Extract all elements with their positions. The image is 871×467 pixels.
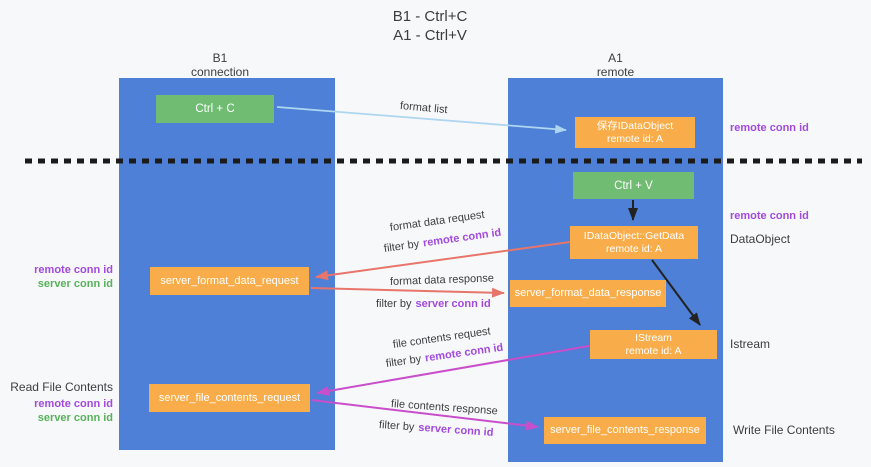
node-ctrl-v: Ctrl + V (573, 172, 694, 199)
node-istream: IStream remote id: A (590, 330, 717, 359)
lane-left-subtitle: connection (190, 65, 250, 79)
node-save-idataobject-line1: 保存IDataObject (596, 119, 674, 132)
filter-by-text: filter by (376, 298, 412, 310)
getdata-to-istream-arrow (651, 259, 701, 326)
annotation-remote-conn-id-top: remote conn id (730, 122, 809, 134)
format-list-arrow (276, 106, 567, 134)
annotation-read-file-contents: Read File Contents (10, 380, 113, 394)
node-server-format-data-response-label: server_format_data_response (514, 287, 662, 299)
lane-header-right: A1 remote (508, 51, 723, 79)
annotation-left-file-server-conn-id: server conn id (37, 412, 113, 424)
node-save-idataobject-line2: remote id: A (606, 132, 664, 145)
node-istream-line2: remote id: A (625, 344, 682, 357)
annotation-remote-conn-id-mid: remote conn id (730, 210, 809, 222)
node-server-file-contents-request-label: server_file_contents_request (158, 391, 301, 404)
server-conn-id-text: server conn id (415, 298, 491, 310)
node-server-format-data-request-label: server_format_data_request (160, 274, 299, 287)
format-data-request-arrow (315, 241, 571, 281)
lane-header-left: B1 connection (120, 51, 320, 79)
annotation-write-file-contents: Write File Contents (733, 423, 835, 437)
node-idataobject-getdata: IDataObject::GetData remote id: A (570, 226, 698, 259)
node-ctrl-v-label: Ctrl + V (614, 179, 653, 192)
annotation-dataobject: DataObject (730, 232, 791, 246)
node-ctrl-c: Ctrl + C (156, 95, 274, 123)
annotation-left-format-remote-conn-id: remote conn id (34, 264, 113, 276)
file-contents-response-arrow (310, 399, 539, 431)
node-save-idataobject: 保存IDataObject remote id: A (575, 117, 695, 148)
node-server-file-contents-response: server_file_contents_response (544, 417, 706, 444)
node-ctrl-c-label: Ctrl + C (195, 103, 235, 115)
node-server-file-contents-request: server_file_contents_request (149, 384, 310, 412)
diagram-title-line2: A1 - Ctrl+V (393, 27, 467, 44)
node-istream-line1: IStream (635, 331, 672, 344)
diagram-title: B1 - Ctrl+C A1 - Ctrl+V (0, 7, 860, 45)
lane-right-subtitle: remote (596, 65, 635, 79)
annotation-left-file-remote-conn-id: remote conn id (34, 398, 113, 410)
file-contents-request-arrow (316, 345, 590, 396)
lane-right-name: A1 (608, 51, 623, 65)
node-server-format-data-response: server_format_data_response (510, 280, 666, 307)
format-data-response-arrow (310, 287, 505, 298)
diagram-title-line1: B1 - Ctrl+C (392, 8, 468, 25)
node-server-format-data-request: server_format_data_request (150, 267, 309, 295)
annotation-left-format-server-conn-id: server conn id (37, 278, 113, 290)
node-server-file-contents-response-label: server_file_contents_response (550, 424, 700, 436)
lane-left-name: B1 (212, 51, 228, 65)
filter-by-text: filter by (378, 419, 415, 434)
node-idataobject-getdata-line1: IDataObject::GetData (583, 229, 685, 242)
annotation-istream: Istream (730, 337, 771, 351)
node-idataobject-getdata-line2: remote id: A (605, 242, 663, 255)
